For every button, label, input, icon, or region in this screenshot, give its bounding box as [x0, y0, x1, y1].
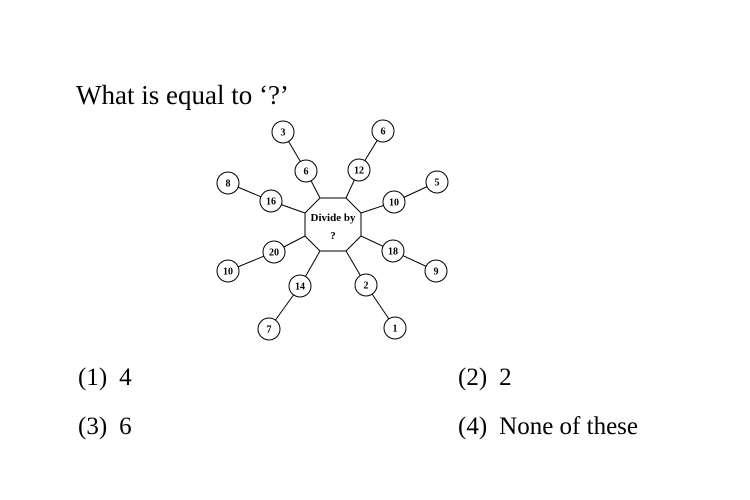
outer-node-label-2: 5 [435, 178, 440, 189]
outer-node-circle-6 [216, 259, 240, 283]
outer-node-label-7: 8 [226, 179, 231, 190]
center-label-line1: Divide by [311, 212, 356, 224]
outer-node-circle-4 [383, 316, 407, 340]
outer-node-circle-1 [371, 119, 395, 143]
inner-node-circle-1 [347, 158, 371, 182]
outer-node-label-1: 6 [381, 127, 386, 138]
option-3[interactable]: (3) 6 [78, 411, 132, 443]
inner-node-label-5: 14 [295, 282, 305, 293]
option-2-number: (2) [458, 364, 488, 391]
option-4[interactable]: (4) None of these [458, 411, 638, 443]
option-1-text: 4 [119, 364, 132, 391]
question-text: What is equal to ‘?’ [76, 80, 289, 110]
option-1-number: (1) [78, 364, 108, 391]
center-label-line2: ? [330, 230, 336, 242]
option-3-text: 6 [119, 413, 132, 440]
inner-node-circle-3 [381, 239, 405, 263]
inner-node-label-4: 2 [364, 281, 369, 292]
option-3-number: (3) [78, 413, 108, 440]
outer-node-circle-3 [424, 259, 448, 283]
inner-node-circle-6 [262, 240, 286, 264]
option-4-number: (4) [458, 413, 488, 440]
option-4-text: None of these [499, 413, 638, 440]
outer-node-label-6: 10 [223, 267, 233, 278]
inner-node-label-7: 16 [266, 197, 276, 208]
inner-node-label-0: 6 [304, 167, 309, 178]
center-octagon [304, 197, 362, 252]
outer-node-circle-0 [271, 120, 295, 144]
outer-node-circle-5 [257, 317, 281, 341]
inner-node-circle-0 [294, 159, 318, 183]
inner-node-label-1: 12 [354, 166, 364, 177]
outer-node-circle-2 [425, 170, 449, 194]
inner-node-label-3: 18 [388, 247, 398, 258]
option-1[interactable]: (1) 4 [78, 362, 132, 394]
inner-node-label-2: 10 [389, 198, 399, 209]
inner-node-label-6: 20 [269, 248, 279, 259]
inner-node-circle-4 [354, 273, 378, 297]
outer-node-label-4: 1 [393, 324, 398, 335]
outer-node-label-0: 3 [281, 128, 286, 139]
option-2-text: 2 [499, 364, 512, 391]
inner-node-circle-7 [259, 189, 283, 213]
inner-node-circle-2 [382, 190, 406, 214]
outer-node-label-3: 9 [434, 267, 439, 278]
inner-node-circle-5 [288, 274, 312, 298]
outer-node-circle-7 [216, 171, 240, 195]
option-2[interactable]: (2) 2 [458, 362, 512, 394]
outer-node-label-5: 7 [267, 325, 272, 336]
